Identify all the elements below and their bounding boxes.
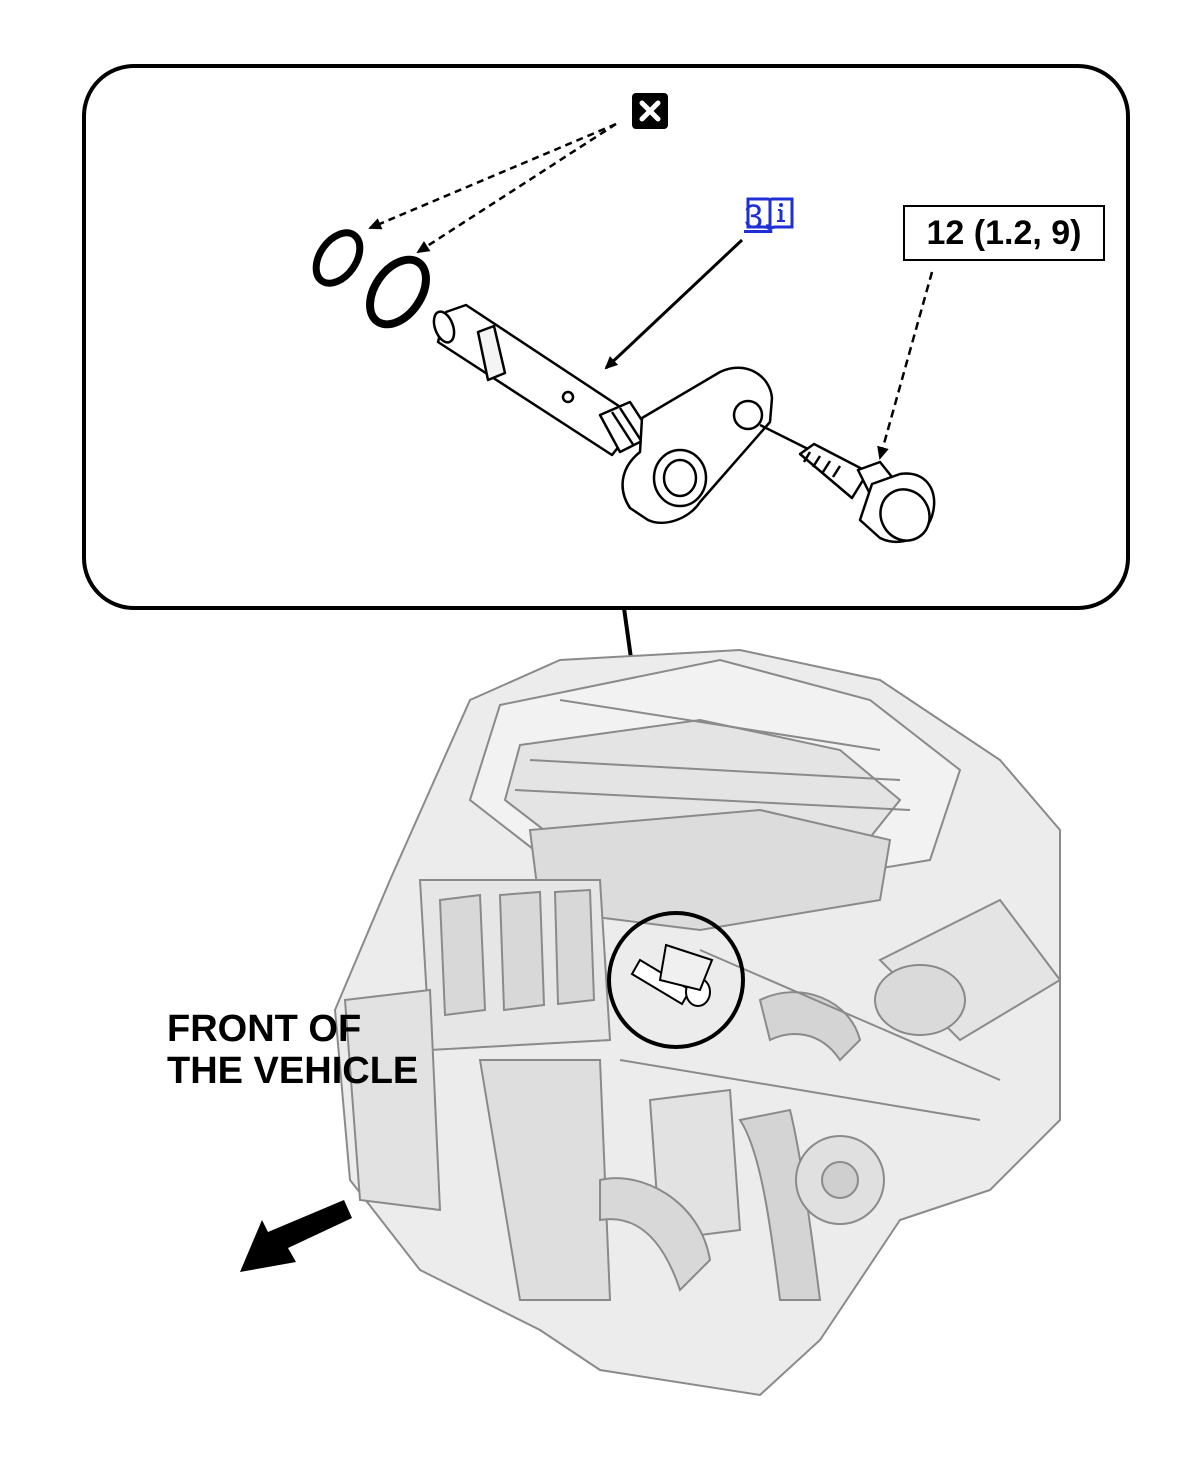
engine-detail-circle [607, 911, 745, 1049]
replace-leader-2 [416, 122, 617, 254]
valve-shaft [432, 303, 654, 457]
detail-panel [82, 64, 1130, 610]
front-label-line1: FRONT OF [167, 1008, 362, 1050]
torque-spec-box: 12 (1.2, 9) [903, 205, 1105, 261]
valve-flange [621, 366, 811, 525]
step-reference-link[interactable]: 3. [744, 193, 794, 241]
engine-illustration [333, 648, 1062, 1397]
replace-leader-1 [368, 122, 617, 230]
front-arrow [240, 1200, 352, 1272]
torque-leader-line [877, 271, 934, 460]
close-x-icon [639, 100, 661, 122]
step-leader-line [604, 238, 744, 370]
front-label-line2: THE VEHICLE [167, 1050, 419, 1092]
flange-bolt [798, 442, 936, 544]
o-ring-large [366, 255, 430, 329]
replace-icon [632, 93, 668, 129]
front-of-vehicle-label: FRONT OF THE VEHICLE [167, 1008, 527, 1092]
engine-detail-bolt [630, 943, 714, 1007]
o-ring-small [312, 229, 364, 287]
